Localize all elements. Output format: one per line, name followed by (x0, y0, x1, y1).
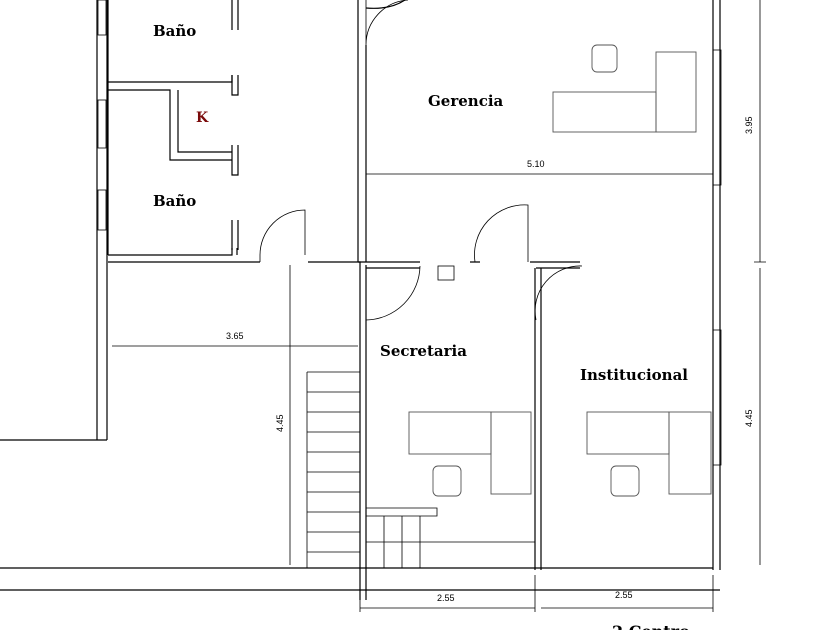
kitchen-mark: K (196, 110, 209, 126)
plan-caption: 2 Centro (612, 622, 690, 630)
room-label-bano-bottom: Baño (153, 192, 196, 210)
dim-institucional-width: 2.55 (615, 590, 633, 600)
dim-gerencia-width: 5.10 (527, 159, 545, 169)
room-labels: Baño Baño K Gerencia Secretaria Instituc… (153, 22, 688, 384)
room-label-secretaria: Secretaria (380, 342, 467, 360)
windows (97, 0, 722, 466)
doors (259, 0, 583, 321)
stairs (306, 371, 535, 568)
dim-gerencia-height: 3.95 (744, 116, 754, 134)
dimension-labels: 3.95 5.10 3.65 4.45 4.45 2.55 2.55 (226, 116, 754, 603)
dim-left-height: 4.45 (275, 414, 285, 432)
walls (0, 0, 721, 600)
room-label-bano-top: Baño (153, 22, 196, 40)
dim-hall-width: 3.65 (226, 331, 244, 341)
dim-right-height: 4.45 (744, 409, 754, 427)
room-label-gerencia: Gerencia (428, 92, 504, 110)
dim-secretaria-width: 2.55 (437, 593, 455, 603)
room-label-institucional: Institucional (580, 366, 688, 384)
dimension-lines (112, 0, 766, 612)
furniture (408, 44, 712, 497)
